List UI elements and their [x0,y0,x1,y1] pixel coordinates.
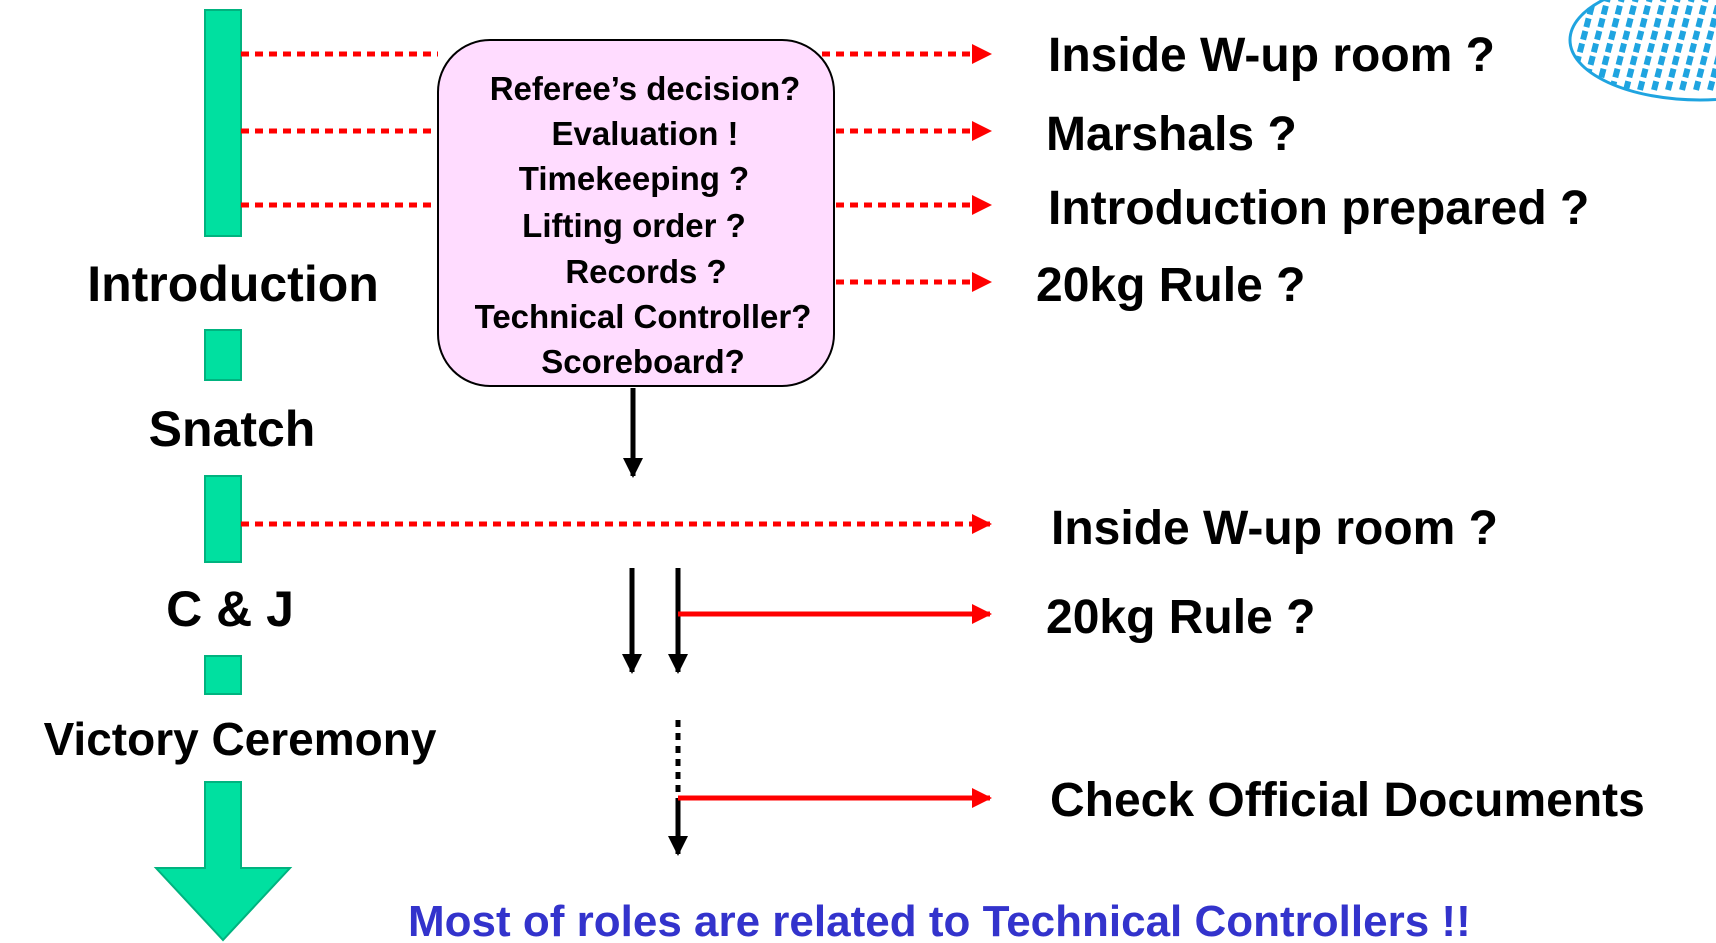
stage-label-victory-ceremony: Victory Ceremony [44,713,437,765]
target-label: Introduction prepared ? [1048,182,1589,235]
target-label: Marshals ? [1046,108,1297,161]
conclusion-text: Most of roles are related to Technical C… [408,897,1471,943]
checklist-item: Records ? [565,253,726,290]
target-label: 20kg Rule ? [1046,591,1315,644]
logo-stripe [1623,0,1655,91]
stage-label-snatch: Snatch [149,401,316,457]
corner-logo [1568,0,1716,102]
timeline-segment-4 [204,655,242,695]
logo-stripe [1595,0,1627,91]
checklist-item: Scoreboard? [541,343,745,380]
checklist-box-bg [437,39,835,387]
checklist-item: Evaluation ! [551,115,738,152]
target-label: Inside W-up room ? [1051,502,1498,555]
target-label: 20kg Rule ? [1036,259,1305,312]
logo-oval [1568,0,1716,102]
upper-arrows [241,44,992,534]
target-label: Inside W-up room ? [1048,29,1495,82]
logo-stripe [1665,0,1697,91]
solid-red-arrows [678,604,992,808]
timeline-arrow-head [153,781,293,942]
timeline-segment-2 [204,329,242,381]
timeline [153,9,293,942]
checklist-box: Referee’s decision? Evaluation ! Timekee… [437,39,835,387]
logo-stripe [1609,0,1641,91]
logo-stripe [1707,0,1716,91]
timeline-segment-1 [204,9,242,237]
timeline-segment-3 [204,475,242,563]
checklist-item: Referee’s decision? [490,70,801,107]
logo-stripe [1693,0,1716,91]
black-arrows [622,388,688,856]
stage-label-introduction: Introduction [87,256,379,312]
logo-stripe [1637,0,1669,91]
checklist-item: Lifting order ? [522,207,746,244]
checklist-item: Technical Controller? [475,298,812,335]
target-label: Check Official Documents [1050,774,1645,827]
logo-stripe [1651,0,1683,91]
checklist-item: Timekeeping ? [519,160,749,197]
logo-stripe [1679,0,1711,91]
stage-label-cj: C & J [166,581,294,637]
